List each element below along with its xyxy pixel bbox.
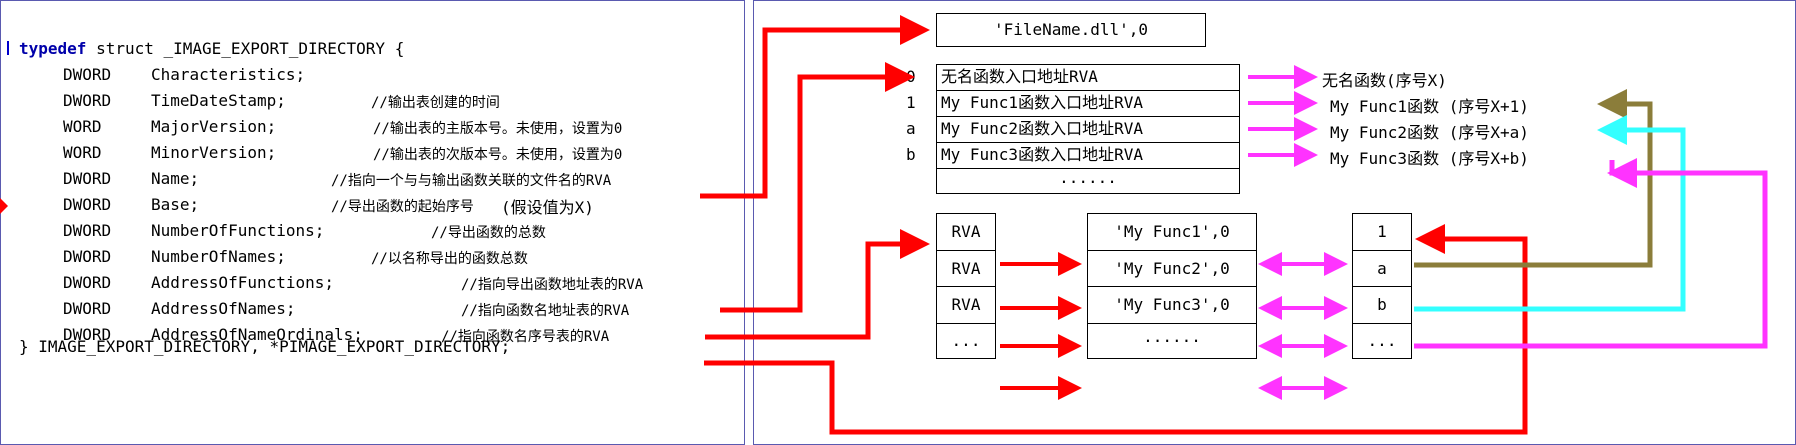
field-type: DWORD bbox=[63, 299, 112, 318]
name-string-cell: 'My Func3',0 bbox=[1088, 287, 1256, 324]
field-type: DWORD bbox=[63, 221, 112, 240]
name-string-table: 'My Func1',0 'My Func2',0 'My Func3',0 .… bbox=[1087, 213, 1257, 359]
field-type: DWORD bbox=[63, 195, 112, 214]
name-rva-cell: ... bbox=[951, 331, 981, 350]
field-comment: //指向导出函数地址表的RVA bbox=[461, 277, 644, 293]
field-comment: //指向一个与与输出函数关联的文件名的RVA bbox=[331, 173, 612, 189]
eat-index: a bbox=[906, 119, 916, 138]
field-name: NumberOfFunctions; bbox=[151, 221, 325, 240]
field-type: WORD bbox=[63, 143, 102, 162]
field-name: AddressOfNames; bbox=[151, 299, 296, 318]
struct-declaration: struct _IMAGE_EXPORT_DIRECTORY { bbox=[86, 39, 405, 58]
field-comment: //导出函数的总数 bbox=[431, 225, 546, 241]
field-comment: //指向函数名地址表的RVA bbox=[461, 303, 630, 319]
eat-row: My Func1函数入口地址RVA bbox=[937, 91, 1239, 117]
eat-table: 无名函数入口地址RVA My Func1函数入口地址RVA My Func2函数… bbox=[936, 64, 1240, 194]
arrow-functions-to-eat bbox=[720, 62, 915, 313]
name-rva-table: RVA RVA RVA ... bbox=[936, 213, 996, 359]
field-name: Characteristics; bbox=[151, 65, 306, 84]
editor-margin-marker bbox=[7, 41, 9, 55]
arrow-ordinala-to-func2 bbox=[1414, 115, 1686, 312]
struct-closing: } IMAGE_EXPORT_DIRECTORY, *PIMAGE_EXPORT… bbox=[19, 337, 511, 356]
typedef-keyword: typedef bbox=[19, 39, 87, 58]
arrow-name-to-filename bbox=[700, 15, 930, 199]
ordinal-cell: b bbox=[1353, 287, 1411, 324]
field-name: TimeDateStamp; bbox=[151, 91, 286, 110]
eat-result: 无名函数(序号X) bbox=[1322, 71, 1447, 90]
arrow-ordinalb-to-func3-line bbox=[1414, 160, 1768, 349]
eat-index: 1 bbox=[906, 93, 916, 112]
field-name: AddressOfFunctions; bbox=[151, 273, 335, 292]
name-string-cell: 'My Func1',0 bbox=[1088, 214, 1256, 251]
ordinal-cell: ... bbox=[1367, 331, 1397, 350]
name-string-cell: ...... bbox=[1143, 327, 1201, 346]
ordinal-cell: a bbox=[1353, 251, 1411, 287]
left-edge-arrow bbox=[0, 198, 8, 214]
name-rva-cell: RVA bbox=[937, 251, 995, 287]
field-comment: //输出表的次版本号。未使用，设置为0 bbox=[373, 147, 623, 163]
name-rva-cell: RVA bbox=[937, 214, 995, 251]
arrow-names-to-rva bbox=[705, 229, 930, 340]
filename-box: 'FileName.dll',0 bbox=[936, 13, 1206, 47]
field-type: DWORD bbox=[63, 247, 112, 266]
field-name: MajorVersion; bbox=[151, 117, 277, 136]
field-name: Base; bbox=[151, 195, 200, 214]
field-comment-note: (假设值为X) bbox=[501, 198, 594, 217]
ordinal-cell: 1 bbox=[1353, 214, 1411, 251]
field-type: DWORD bbox=[63, 169, 112, 188]
eat-result: My Func3函数 (序号X+b) bbox=[1330, 149, 1529, 168]
field-name: AddressOfNameOrdinals; bbox=[151, 325, 363, 344]
field-name: NumberOfNames; bbox=[151, 247, 286, 266]
name-rva-cell: RVA bbox=[937, 287, 995, 324]
name-string-cell: 'My Func2',0 bbox=[1088, 251, 1256, 287]
eat-result: My Func1函数 (序号X+1) bbox=[1330, 97, 1529, 116]
field-type: DWORD bbox=[63, 91, 112, 110]
diagram-panel bbox=[753, 0, 1796, 445]
field-name: MinorVersion; bbox=[151, 143, 277, 162]
field-type: DWORD bbox=[63, 325, 112, 344]
eat-row-ellipsis: ...... bbox=[1059, 168, 1117, 187]
ordinal-table: 1 a b ... bbox=[1352, 213, 1412, 359]
arrow-ordinal1-to-func1 bbox=[1414, 89, 1653, 268]
field-comment: //导出函数的起始序号 bbox=[331, 199, 474, 215]
struct-code-panel: typedef struct _IMAGE_EXPORT_DIRECTORY {… bbox=[0, 0, 745, 445]
field-comment: //输出表的主版本号。未使用，设置为0 bbox=[373, 121, 623, 137]
eat-row: My Func3函数入口地址RVA bbox=[937, 143, 1239, 169]
eat-result: My Func2函数 (序号X+a) bbox=[1330, 123, 1529, 142]
eat-row: My Func2函数入口地址RVA bbox=[937, 117, 1239, 143]
struct-header: typedef struct _IMAGE_EXPORT_DIRECTORY { bbox=[19, 39, 404, 58]
eat-index: b bbox=[906, 145, 916, 164]
field-comment: //以名称导出的函数总数 bbox=[371, 251, 528, 267]
field-type: DWORD bbox=[63, 65, 112, 84]
field-comment: //输出表创建的时间 bbox=[371, 95, 500, 111]
field-type: DWORD bbox=[63, 273, 112, 292]
field-comment: //指向函数名序号表的RVA bbox=[441, 329, 610, 345]
arrow-ordinals-to-table bbox=[704, 224, 1528, 435]
eat-row: 无名函数入口地址RVA bbox=[937, 65, 1239, 91]
field-type: WORD bbox=[63, 117, 102, 136]
field-name: Name; bbox=[151, 169, 200, 188]
